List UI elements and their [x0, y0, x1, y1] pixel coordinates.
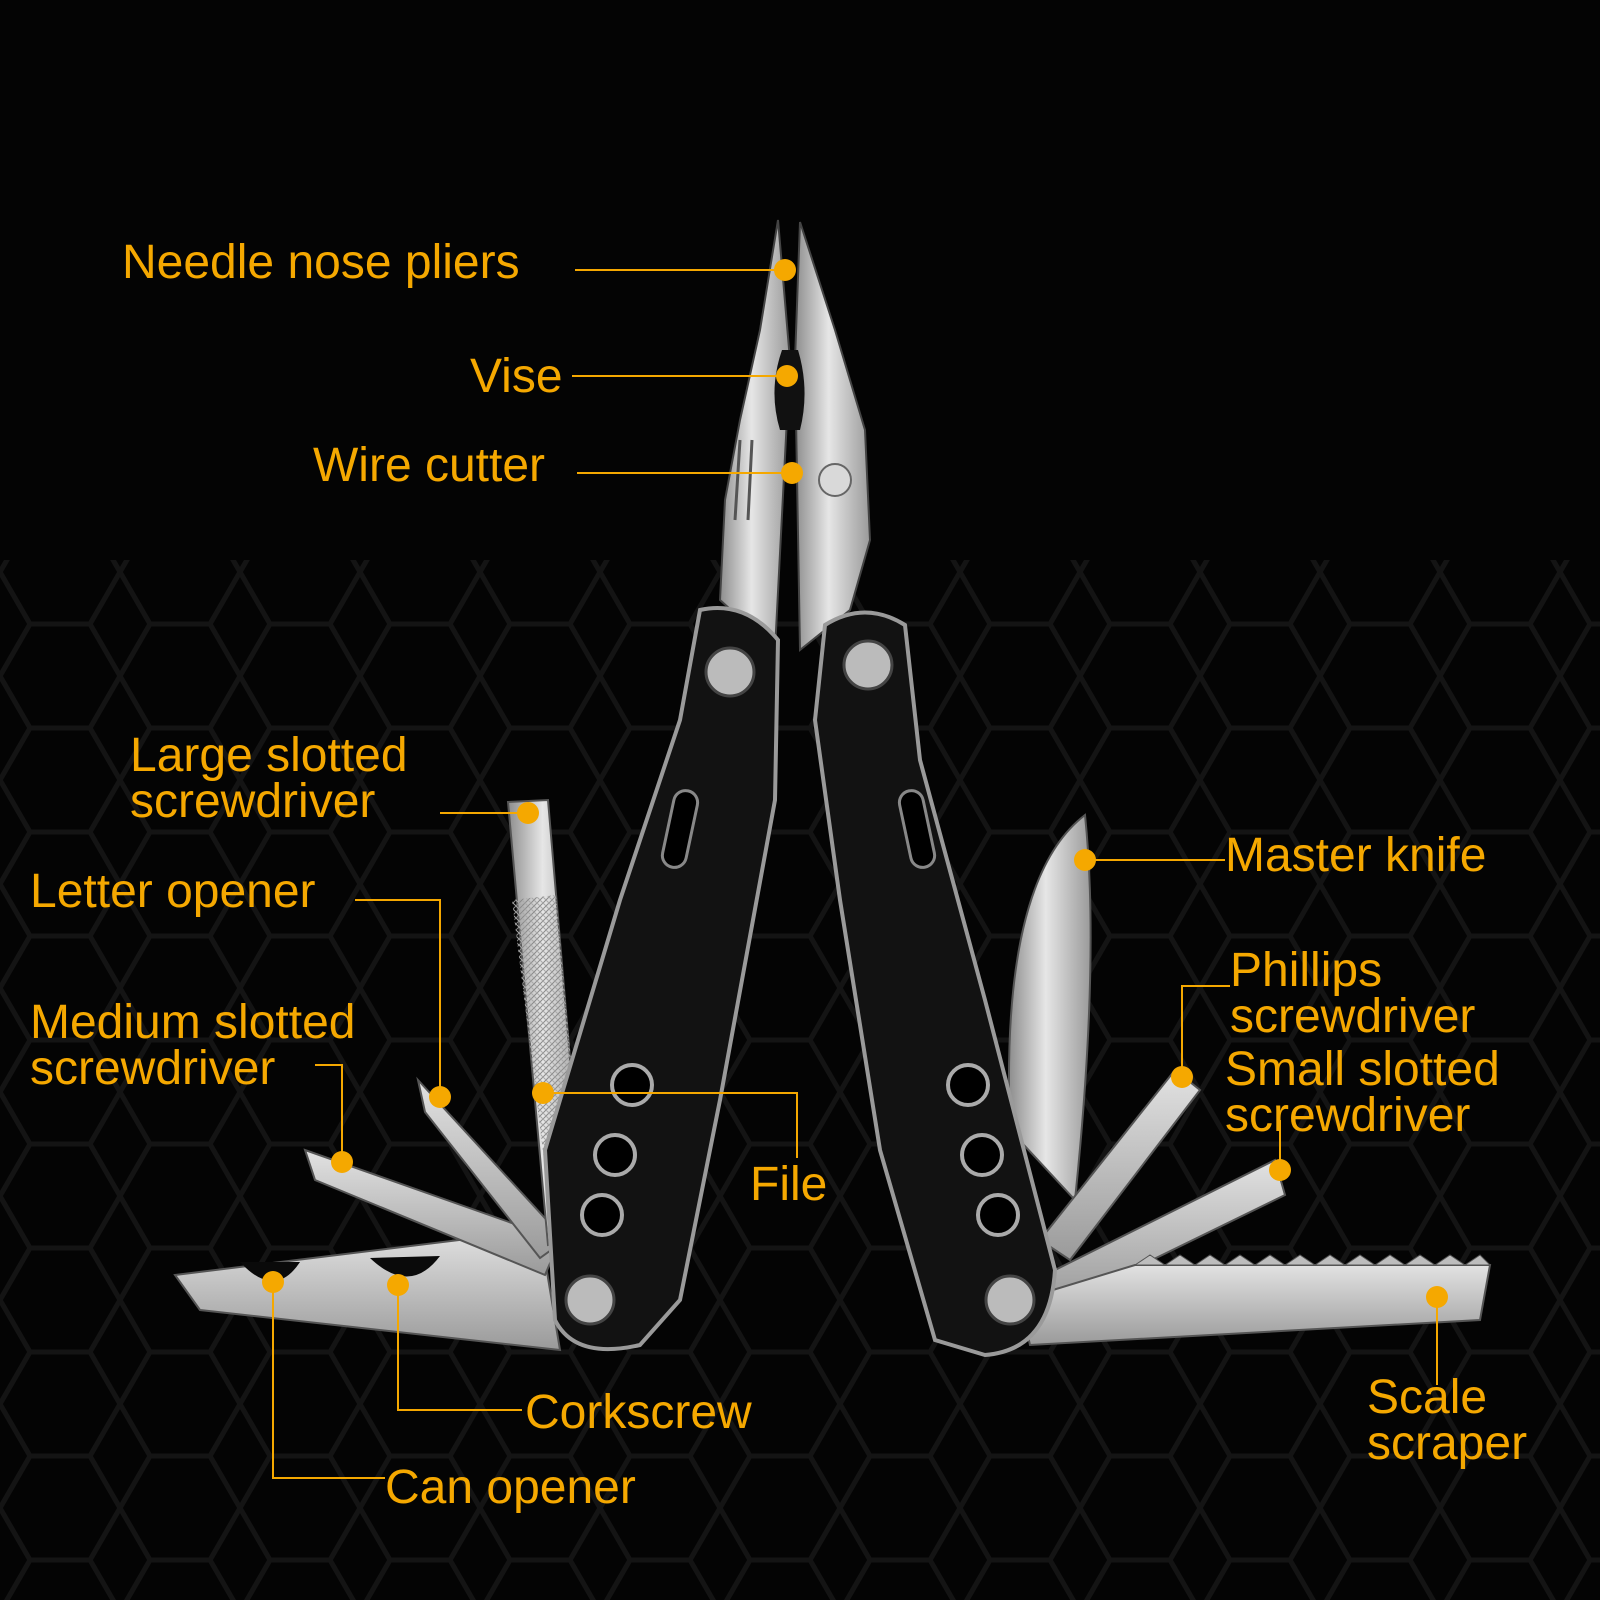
leader-medium-slotted-screwdriver: [315, 1064, 343, 1162]
leader-file: [543, 1092, 798, 1158]
label-scale-scraper: Scale scraper: [1367, 1371, 1528, 1470]
label-medium-slotted-screwdriver: Medium slotted screwdriver: [30, 996, 356, 1095]
label-letter-opener: Letter opener: [30, 865, 316, 918]
callout-dots: [262, 259, 1448, 1308]
leader-letter-opener: [355, 899, 441, 1097]
dot-letter-opener: [429, 1086, 451, 1108]
label-master-knife: Master knife: [1225, 829, 1487, 882]
dot-master-knife: [1074, 849, 1096, 871]
pliers-head: [718, 219, 872, 653]
phillips-screwdriver-blade: [1038, 1068, 1202, 1262]
label-wire-cutter: Wire cutter: [313, 439, 546, 492]
label-phillips-screwdriver: Phillips screwdriver: [1230, 944, 1476, 1043]
label-can-opener: Can opener: [385, 1461, 636, 1514]
dot-small-slotted-screwdriver: [1269, 1159, 1291, 1181]
dot-vise: [776, 365, 798, 387]
label-corkscrew: Corkscrew: [525, 1386, 752, 1439]
tool-scale-left: [173, 1228, 562, 1352]
dot-needle-nose-pliers: [774, 259, 796, 281]
medium-screwdriver-blade: [303, 1148, 562, 1277]
label-needle-nose-pliers: Needle nose pliers: [122, 236, 520, 289]
leader-can-opener: [272, 1282, 385, 1479]
dot-corkscrew: [387, 1274, 409, 1296]
label-large-slotted-screwdriver: Large slotted screwdriver: [130, 729, 408, 828]
dot-medium-slotted-screwdriver: [331, 1151, 353, 1173]
right-handle: [812, 610, 1058, 1358]
label-vise: Vise: [470, 350, 563, 403]
dot-file: [532, 1082, 554, 1104]
dot-large-slotted-screwdriver: [517, 802, 539, 824]
letter-opener-blade: [416, 1076, 567, 1260]
label-small-slotted-screwdriver: Small slotted screwdriver: [1225, 1043, 1500, 1142]
left-handle: [542, 606, 781, 1352]
dot-wire-cutter: [781, 462, 803, 484]
dot-phillips-screwdriver: [1171, 1066, 1193, 1088]
leader-phillips-screwdriver: [1181, 985, 1230, 1077]
leader-lines: [272, 269, 1438, 1479]
label-file: File: [750, 1158, 828, 1211]
hexagon-pattern: [0, 560, 1600, 1600]
leader-corkscrew: [397, 1285, 522, 1411]
dot-can-opener: [262, 1271, 284, 1293]
dot-scale-scraper: [1426, 1286, 1448, 1308]
